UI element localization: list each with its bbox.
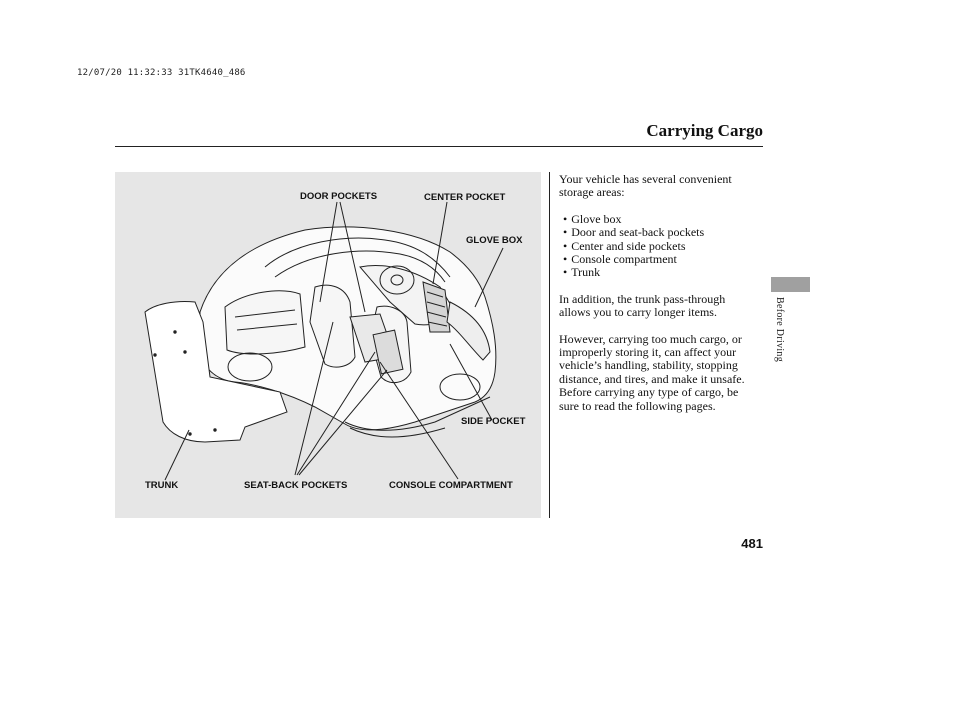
list-item: Console compartment <box>563 252 759 266</box>
callout-seat-back-pockets: SEAT-BACK POCKETS <box>244 480 348 491</box>
passthrough-paragraph: In addition, the trunk pass-through allo… <box>559 291 726 320</box>
body-text: Your vehicle has several convenient stor… <box>559 172 759 426</box>
callout-glove-box: GLOVE BOX <box>466 235 523 246</box>
column-divider <box>549 172 550 518</box>
callout-side-pocket: SIDE POCKET <box>461 416 526 427</box>
list-item: Center and side pockets <box>563 239 759 253</box>
car-interior-illustration <box>144 201 504 481</box>
car-interior-figure: DOOR POCKETS CENTER POCKET GLOVE BOX SID… <box>115 172 541 518</box>
callout-trunk: TRUNK <box>145 480 179 491</box>
section-tab <box>771 277 810 292</box>
title-rule <box>115 146 763 147</box>
list-item: Glove box <box>563 212 759 226</box>
callout-door-pockets: DOOR POCKETS <box>300 191 378 202</box>
callout-center-pocket: CENTER POCKET <box>424 192 506 203</box>
section-label: Before Driving <box>774 297 785 363</box>
callout-console-compartment: CONSOLE COMPARTMENT <box>389 480 513 491</box>
list-item: Door and seat-back pockets <box>563 225 759 239</box>
page-number: 481 <box>741 536 763 551</box>
page-title: Carrying Cargo <box>646 121 763 140</box>
print-stamp: 12/07/20 11:32:33 31TK4640_486 <box>77 68 246 78</box>
list-item: Trunk <box>563 266 759 280</box>
intro-paragraph: Your vehicle has several convenient stor… <box>559 172 732 200</box>
warning-paragraph: However, carrying too much cargo, or imp… <box>559 331 745 413</box>
storage-list: Glove box Door and seat-back pockets Cen… <box>559 212 759 280</box>
